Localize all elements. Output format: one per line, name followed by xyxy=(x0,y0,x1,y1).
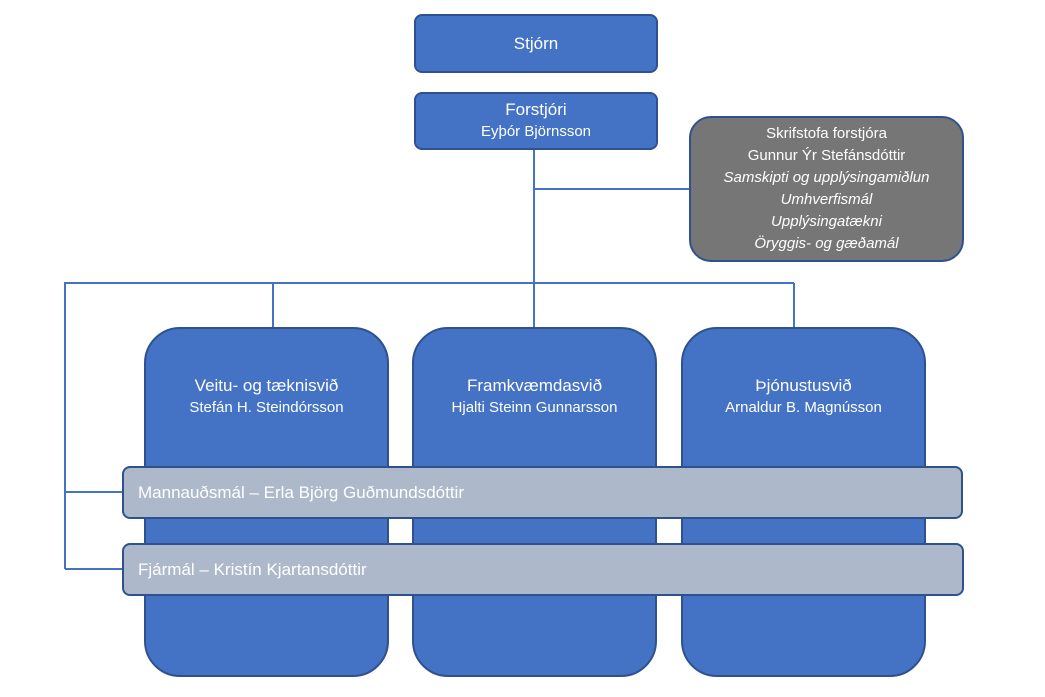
division-title: Framkvæmdasvið xyxy=(466,376,603,395)
office-area-communications: Samskipti og upplýsingamiðlun xyxy=(723,169,930,186)
ceo-name: Eyþór Björnsson xyxy=(480,123,592,140)
division-title: Þjónustusvið xyxy=(755,376,852,395)
hr-band: Mannauðsmál – Erla Björg Guðmundsdóttir xyxy=(122,466,963,519)
ceo-office-box: Skrifstofa forstjóra Gunnur Ýr Stefánsdó… xyxy=(689,116,964,262)
office-title: Skrifstofa forstjóra xyxy=(766,125,887,142)
division-head-name: Stefán H. Steindórsson xyxy=(189,399,344,416)
finance-label: Fjármál – Kristín Kjartansdóttir xyxy=(138,559,367,579)
hr-label: Mannauðsmál – Erla Björg Guðmundsdóttir xyxy=(138,482,464,502)
office-head-name: Gunnur Ýr Stefánsdóttir xyxy=(747,147,906,164)
division-title: Veitu- og tæknisvið xyxy=(194,376,339,395)
ceo-title: Forstjóri xyxy=(505,100,567,119)
office-area-it: Upplýsingatækni xyxy=(771,213,882,230)
division-head-name: Hjalti Steinn Gunnarsson xyxy=(451,399,618,416)
ceo-box: Forstjóri Eyþór Björnsson xyxy=(414,92,658,150)
board-box: Stjórn xyxy=(414,14,658,73)
office-area-environment: Umhverfismál xyxy=(780,191,873,208)
division-head-name: Arnaldur B. Magnússon xyxy=(725,399,882,416)
finance-band: Fjármál – Kristín Kjartansdóttir xyxy=(122,543,964,596)
office-area-safety-quality: Öryggis- og gæðamál xyxy=(754,235,899,252)
board-title: Stjórn xyxy=(513,33,559,53)
